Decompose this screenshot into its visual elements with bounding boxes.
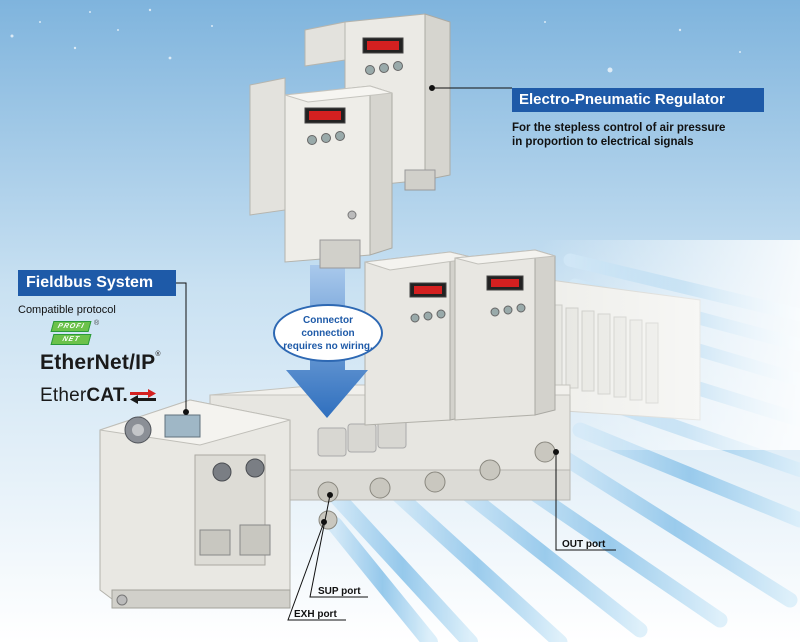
callout-line1: Connector connection bbox=[301, 314, 355, 339]
epr-title: Electro-Pneumatic Regulator bbox=[512, 88, 764, 112]
fieldbus-title: Fieldbus System bbox=[18, 270, 176, 296]
profinet-logo-bottom: NET bbox=[50, 334, 92, 345]
out-port-label: OUT port bbox=[562, 539, 606, 550]
epr-description: For the stepless control of air pressure… bbox=[512, 121, 772, 149]
ethercat-logo: EtherCAT. bbox=[40, 385, 157, 407]
ethernet-ip-trademark: ® bbox=[155, 351, 161, 358]
profinet-logo: PROFI NET bbox=[50, 321, 92, 347]
ethernet-ip-logo: EtherNet/IP® bbox=[40, 351, 161, 375]
valve-manifold bbox=[540, 240, 800, 450]
epr-desc-line2: in proportion to electrical signals bbox=[512, 136, 694, 148]
ethercat-arrows-icon bbox=[130, 388, 157, 404]
connector-callout: Connector connection requires no wiring. bbox=[273, 304, 383, 362]
floating-regulators bbox=[249, 13, 451, 269]
exh-port-label: EXH port bbox=[294, 609, 337, 620]
profinet-registered-mark: ® bbox=[94, 320, 100, 327]
compatible-protocol-label: Compatible protocol bbox=[18, 304, 116, 316]
sup-port-label: SUP port bbox=[318, 586, 361, 597]
epr-desc-line1: For the stepless control of air pressure bbox=[512, 122, 726, 134]
fieldbus-module bbox=[99, 399, 291, 609]
mounted-regulators bbox=[364, 249, 556, 426]
ethernet-ip-text: EtherNet/IP bbox=[40, 351, 156, 374]
callout-line2: requires no wiring. bbox=[283, 340, 373, 352]
ethercat-text-a: Ether bbox=[40, 385, 87, 406]
profinet-logo-top: PROFI bbox=[50, 321, 92, 332]
ethercat-text-b: CAT. bbox=[86, 385, 129, 406]
sparkle-dots bbox=[10, 8, 741, 73]
leader-lines bbox=[176, 85, 616, 621]
